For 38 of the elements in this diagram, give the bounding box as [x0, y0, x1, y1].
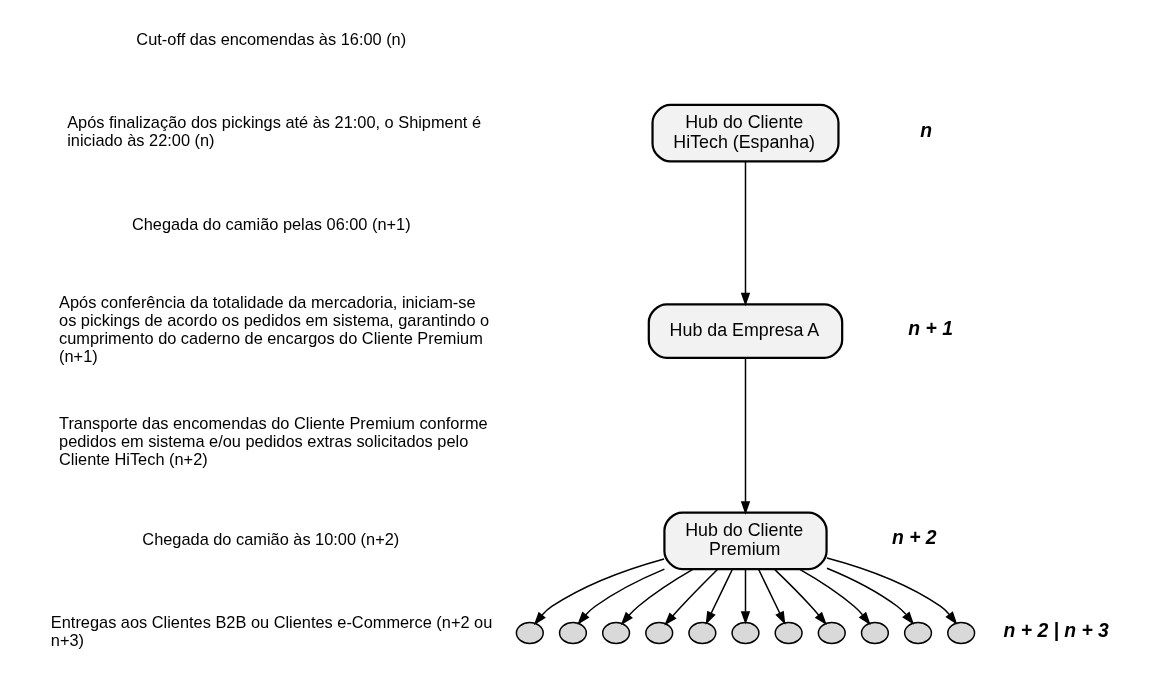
- node-box: Hub do Cliente HiTech (Espanha): [651, 103, 840, 163]
- node-circle: [601, 621, 631, 645]
- arrow: [533, 558, 665, 626]
- node-circle: [903, 621, 933, 645]
- node-circle: [860, 621, 890, 645]
- node-circle: [817, 621, 846, 645]
- node-circle: [774, 621, 803, 645]
- arrow: [705, 568, 734, 625]
- node-circle: [947, 621, 976, 645]
- label: n: [920, 119, 933, 141]
- arrow: [664, 568, 719, 626]
- arrow: [620, 568, 694, 626]
- node-circle: [731, 621, 760, 645]
- node-circle: [688, 621, 717, 645]
- node-box: Hub do Cliente Premium: [663, 511, 828, 571]
- label: n + 2: [892, 527, 937, 549]
- label: Após finalização dos pickings até às 21:00, o Shipment é iniciado às 22:00 (n): [67, 113, 482, 150]
- label: n + 1: [908, 317, 953, 339]
- label: Chegada do camião pelas 06:00 (n+1): [131, 214, 411, 233]
- arrow: [740, 357, 751, 515]
- arrow: [774, 568, 827, 626]
- arrow: [740, 161, 751, 307]
- arrow: [740, 568, 751, 625]
- node-circle: [558, 621, 588, 645]
- label: Transporte das encomendas do Cliente Premium conforme pedidos em sistema e/ou pedidos extras solicitados pelo Cliente HiTech (n+2): [59, 413, 488, 468]
- arrow: [757, 568, 786, 625]
- label: Chegada do camião às 10:00 (n+2): [142, 529, 400, 548]
- arrow: [798, 568, 871, 626]
- node-circle: [515, 621, 544, 645]
- arrow: [826, 557, 958, 625]
- label: Cut-off das encomendas às 16:00 (n): [136, 30, 407, 49]
- label: n + 2 | n + 3: [1003, 619, 1109, 641]
- node-circle: [645, 621, 674, 645]
- arrow: [577, 568, 666, 625]
- label: Após conferência da totalidade da mercadoria, iniciam-se os pickings de acordo os pedidos em sistema, garantindo o cumprimento do caderno de encargos do Cliente Premium (n+1): [59, 293, 490, 365]
- arrow: [826, 567, 915, 625]
- label: Entregas aos Clientes B2B ou Clientes e-Commerce (n+2 ou n+3): [50, 613, 493, 650]
- node-box: Hub da Empresa A: [647, 303, 844, 359]
